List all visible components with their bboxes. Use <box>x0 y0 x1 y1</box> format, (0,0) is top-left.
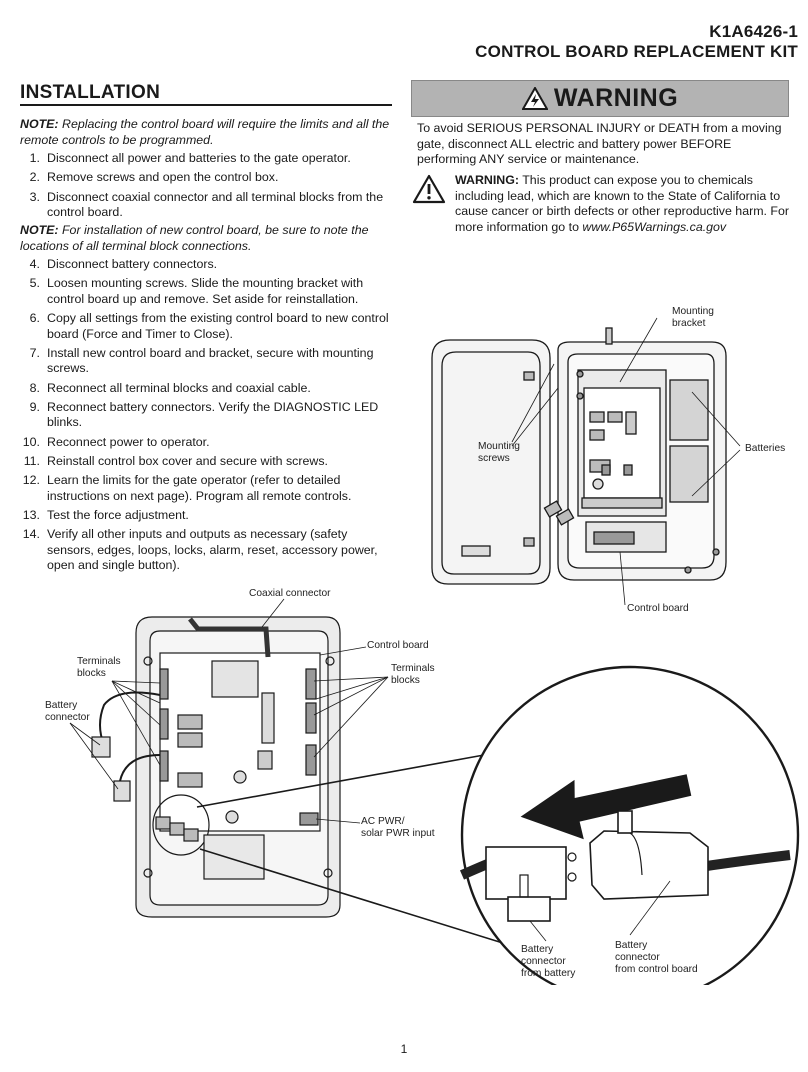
label-coaxial-connector: Coaxial connector <box>249 588 331 599</box>
prop65-text: This product can expose you to chemicals… <box>455 173 790 234</box>
step-number: 4. <box>29 257 40 271</box>
step-number: 10. <box>22 434 40 449</box>
step-text: Copy all settings from the existing cont… <box>47 311 389 341</box>
prop65-warning: WARNING: This product can expose you to … <box>455 173 789 235</box>
label-line: connector <box>521 956 566 967</box>
page-number: 1 <box>400 1042 408 1056</box>
install-step: 14. Verify all other inputs and outputs a… <box>20 527 395 574</box>
install-step: 6. Copy all settings from the existing co… <box>20 311 395 342</box>
step-number: 14. <box>22 527 40 542</box>
label-line: blocks <box>77 668 106 679</box>
label-line: connector <box>45 712 90 723</box>
step-text: Reconnect all terminal blocks and coaxia… <box>47 380 311 395</box>
warning-title: WARNING <box>411 80 789 117</box>
warning-text: To avoid SERIOUS PERSONAL INJURY or DEAT… <box>417 121 782 166</box>
note-limits: NOTE: Replacing the control board will r… <box>20 116 392 148</box>
heading-rule <box>20 104 392 106</box>
prop65-label: WARNING: <box>455 173 520 187</box>
label-line: blocks <box>391 675 420 686</box>
step-number: 12. <box>22 473 40 488</box>
label-line: AC PWR/ <box>361 816 405 827</box>
install-step: 12. Learn the limits for the gate operato… <box>20 473 395 504</box>
label-line: Battery <box>521 944 554 955</box>
warning-title-text: WARNING <box>553 84 679 112</box>
step-number: 6. <box>29 311 40 326</box>
step-text: Disconnect battery connectors. <box>47 257 218 271</box>
note-text: Replacing the control board will require… <box>20 117 390 147</box>
step-number: 8. <box>29 380 40 395</box>
step-text: Loosen mounting screws. Slide the mounti… <box>47 276 364 306</box>
install-step: 3. Disconnect coaxial connector and all t… <box>20 190 395 221</box>
label-line: bracket <box>672 318 706 329</box>
label-batteries: Batteries <box>745 443 786 454</box>
label-control-board-box: Control board <box>627 603 689 614</box>
step-number: 11. <box>23 454 40 469</box>
warning-banner <box>411 80 789 117</box>
prop65-link[interactable]: www.P65Warnings.ca.gov <box>582 219 727 234</box>
step-text: Test the force adjustment. <box>47 508 189 523</box>
install-step: 4. Disconnect battery connectors. <box>20 257 395 273</box>
note-label: NOTE: <box>20 223 59 237</box>
step-number: 3. <box>29 189 40 204</box>
install-step: 9. Reconnect battery connectors. Verify t… <box>20 400 395 431</box>
steps-list-1: 1. Disconnect all power and batteries to … <box>20 151 395 224</box>
label-line: Terminals <box>77 656 121 667</box>
label-line: Terminals <box>391 663 435 674</box>
step-number: 5. <box>29 276 40 291</box>
step-text: Install new control board and bracket, s… <box>47 345 374 376</box>
label-line: Mounting <box>672 306 714 317</box>
step-number: 13. <box>22 508 40 523</box>
install-step: 1. Disconnect all power and batteries to … <box>20 151 395 167</box>
label-line: solar PWR input <box>361 828 435 839</box>
control-board-illustration <box>69 598 800 985</box>
install-step: 10. Reconnect power to operator. <box>20 435 395 451</box>
step-text: Learn the limits for the gate operator (… <box>47 473 352 503</box>
install-step: 13. Test the force adjustment. <box>20 508 395 524</box>
caution-triangle-icon <box>412 174 446 204</box>
step-text: Disconnect coaxial connector and all ter… <box>47 189 384 220</box>
step-number: 9. <box>29 399 40 414</box>
step-text: Reinstall control box cover and secure w… <box>47 454 328 469</box>
label-line: Mounting <box>478 441 520 452</box>
part-number: K1A6426-1 <box>709 22 798 41</box>
step-text: Reconnect power to operator. <box>47 434 210 449</box>
label-ac-power-input: AC PWR/solar PWR input <box>361 816 435 840</box>
label-line: Battery <box>45 700 78 711</box>
control-box-illustration <box>431 317 741 606</box>
step-number: 7. <box>29 345 40 360</box>
document-title: CONTROL BOARD REPLACEMENT KIT <box>475 42 798 61</box>
install-step: 8. Reconnect all terminal blocks and coax… <box>20 381 395 397</box>
steps-list-2: 4. Disconnect battery connectors. 5. Loosen… <box>20 257 395 578</box>
label-control-board: Control board <box>367 640 429 651</box>
note-text: For installation of new control board, b… <box>20 223 369 253</box>
label-line: Battery <box>615 940 648 951</box>
step-text: Remove screws and open the control box. <box>47 170 279 185</box>
installation-heading: INSTALLATION <box>20 82 161 103</box>
label-line: from battery <box>521 968 576 979</box>
label-line: connector <box>615 952 660 963</box>
install-step: 11. Reinstall control box cover and secur… <box>20 454 395 470</box>
note-terminal-blocks: NOTE: For installation of new control bo… <box>20 222 392 254</box>
step-text: Disconnect all power and batteries to th… <box>47 151 351 165</box>
install-step: 2. Remove screws and open the control box… <box>20 170 395 186</box>
warning-triangle-icon <box>521 87 548 110</box>
note-label: NOTE: <box>20 117 59 131</box>
step-text: Reconnect battery connectors. Verify the… <box>47 399 379 430</box>
label-line: from control board <box>615 964 698 975</box>
step-text: Verify all other inputs and outputs as n… <box>47 527 378 573</box>
install-step: 7. Install new control board and bracket,… <box>20 346 395 377</box>
install-step: 5. Loosen mounting screws. Slide the moun… <box>20 276 395 307</box>
label-line: screws <box>478 453 510 464</box>
step-number: 2. <box>29 170 40 185</box>
step-number: 1. <box>29 151 40 165</box>
